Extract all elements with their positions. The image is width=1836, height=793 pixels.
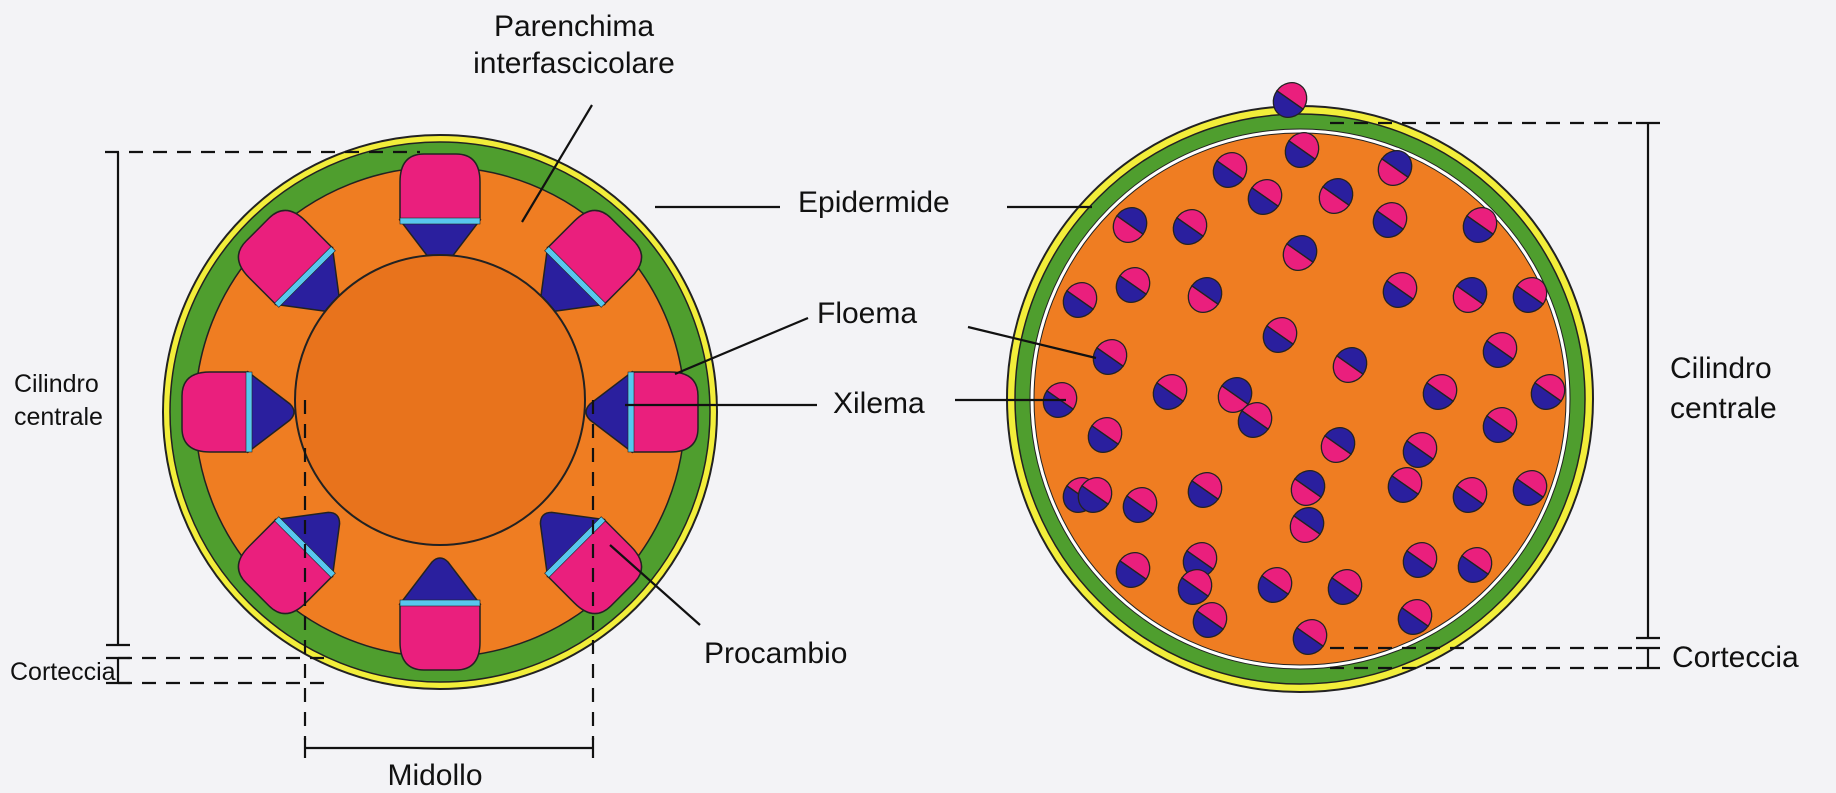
label-cilindro-left-line1: Cilindro: [14, 370, 99, 398]
dicot-pith: [295, 255, 585, 545]
dicot-phloem: [400, 154, 480, 220]
label-epidermide: Epidermide: [798, 186, 950, 219]
dicot-procambium: [628, 372, 634, 452]
monocot-stem-section: [1007, 76, 1593, 692]
label-xilema: Xilema: [833, 387, 925, 420]
monocot-bracket-lines: [1636, 123, 1660, 668]
label-parenchima-line2: interfascicolare: [473, 47, 675, 80]
label-midollo: Midollo: [387, 759, 482, 792]
label-corteccia-left: Corteccia: [10, 658, 116, 686]
dicot-procambium: [400, 600, 480, 606]
label-procambio: Procambio: [704, 637, 847, 670]
label-cilindro-left-line2: centrale: [14, 403, 103, 431]
dicot-procambium: [246, 372, 252, 452]
dicot-phloem: [182, 372, 248, 452]
dicot-procambium: [400, 218, 480, 224]
dicot-phloem: [632, 372, 698, 452]
label-corteccia-right: Corteccia: [1672, 641, 1799, 674]
dicot-stem-section: [163, 135, 717, 689]
label-cilindro-right-line1: Cilindro: [1670, 352, 1772, 385]
dicot-phloem: [400, 604, 480, 670]
label-floema: Floema: [817, 297, 917, 330]
label-parenchima-line1: Parenchima: [494, 10, 654, 43]
label-cilindro-right-line2: centrale: [1670, 392, 1777, 425]
